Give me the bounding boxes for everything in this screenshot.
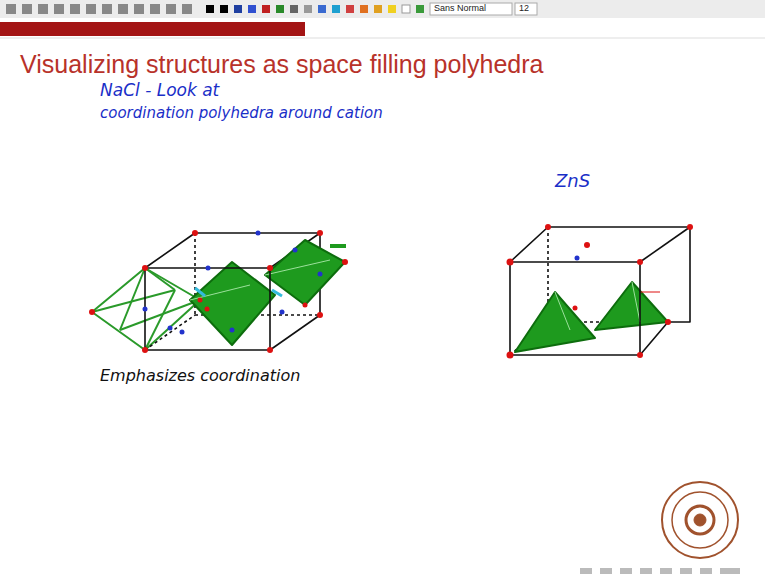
zns-structure bbox=[507, 224, 694, 359]
octahedron-outline bbox=[92, 268, 200, 350]
tetrahedron bbox=[595, 282, 668, 330]
header-rule bbox=[0, 38, 765, 39]
slide-title: Visualizing structures as space filling … bbox=[20, 50, 543, 79]
toolbar bbox=[0, 0, 765, 18]
cation-dots bbox=[143, 231, 323, 335]
octahedron bbox=[190, 262, 275, 345]
handwritten-note: coordination polyhedra around cation bbox=[100, 104, 383, 122]
anion-dots bbox=[89, 230, 348, 353]
cation-dot bbox=[575, 256, 580, 261]
handwritten-note: Emphasizes coordination bbox=[100, 366, 300, 385]
size-box bbox=[515, 3, 537, 15]
nacl-structure bbox=[89, 230, 348, 353]
octahedron bbox=[265, 240, 345, 305]
handwritten-note: NaCl - Look at bbox=[100, 80, 219, 100]
toolbar-icons bbox=[6, 4, 424, 14]
nav-controls bbox=[580, 568, 740, 574]
font-box bbox=[430, 3, 512, 15]
anion-dots bbox=[507, 224, 694, 359]
toolbar-font: Sans Normal bbox=[434, 3, 486, 13]
handwritten-note: ZnS bbox=[555, 170, 590, 191]
header-bar bbox=[0, 22, 305, 36]
tetrahedron bbox=[515, 292, 595, 352]
toolbar-size: 12 bbox=[519, 3, 529, 13]
institute-logo bbox=[662, 482, 738, 558]
